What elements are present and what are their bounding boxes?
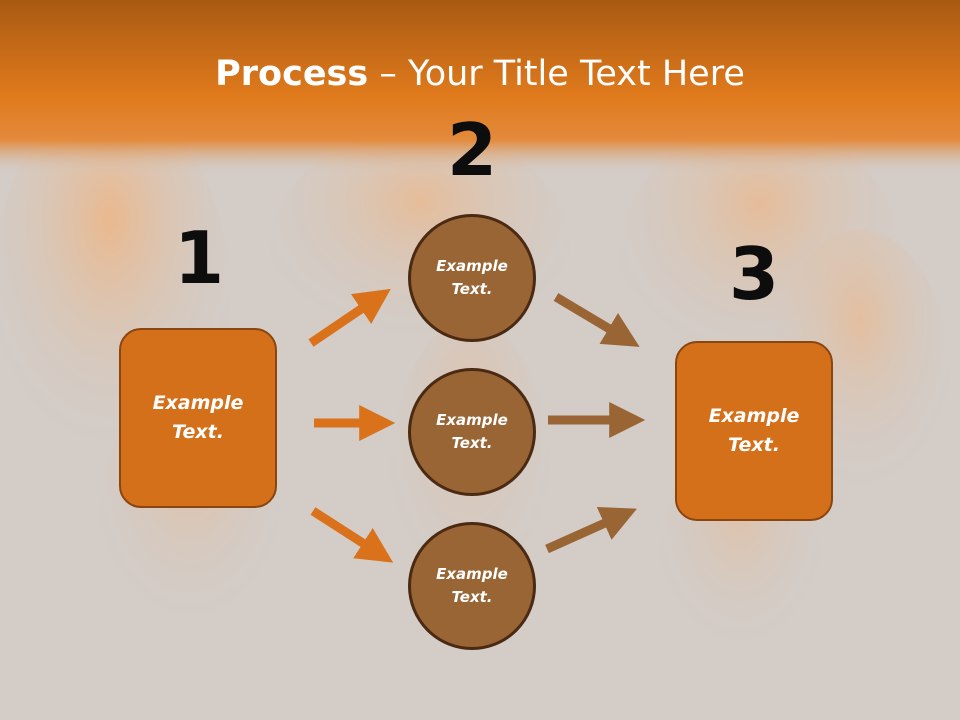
- step-box-3: Example Text.: [675, 341, 833, 521]
- node-circle-middle-text: Example Text.: [436, 411, 508, 452]
- node-circle-bottom-text: Example Text.: [436, 565, 508, 606]
- step-box-3-text: Example Text.: [708, 405, 800, 456]
- node-circle-top-text: Example Text.: [436, 257, 508, 298]
- arrow-1-to-bottom: [310, 507, 394, 563]
- arrow-bottom-to-3: [545, 506, 637, 554]
- step-number-1: 1: [173, 216, 225, 300]
- step-number-3: 3: [728, 232, 780, 316]
- node-circle-bottom: Example Text.: [408, 522, 536, 650]
- title-rest: – Your Title Text Here: [368, 54, 745, 94]
- node-circle-middle: Example Text.: [408, 368, 536, 496]
- step-box-1-text: Example Text.: [152, 392, 244, 443]
- title-bold: Process: [215, 54, 369, 94]
- node-circle-top: Example Text.: [408, 214, 536, 342]
- arrow-1-to-top: [308, 288, 391, 347]
- slide-title: Process – Your Title Text Here: [0, 52, 960, 96]
- arrow-top-to-3: [553, 293, 640, 347]
- step-number-2: 2: [446, 108, 498, 192]
- step-box-1: Example Text.: [119, 328, 277, 508]
